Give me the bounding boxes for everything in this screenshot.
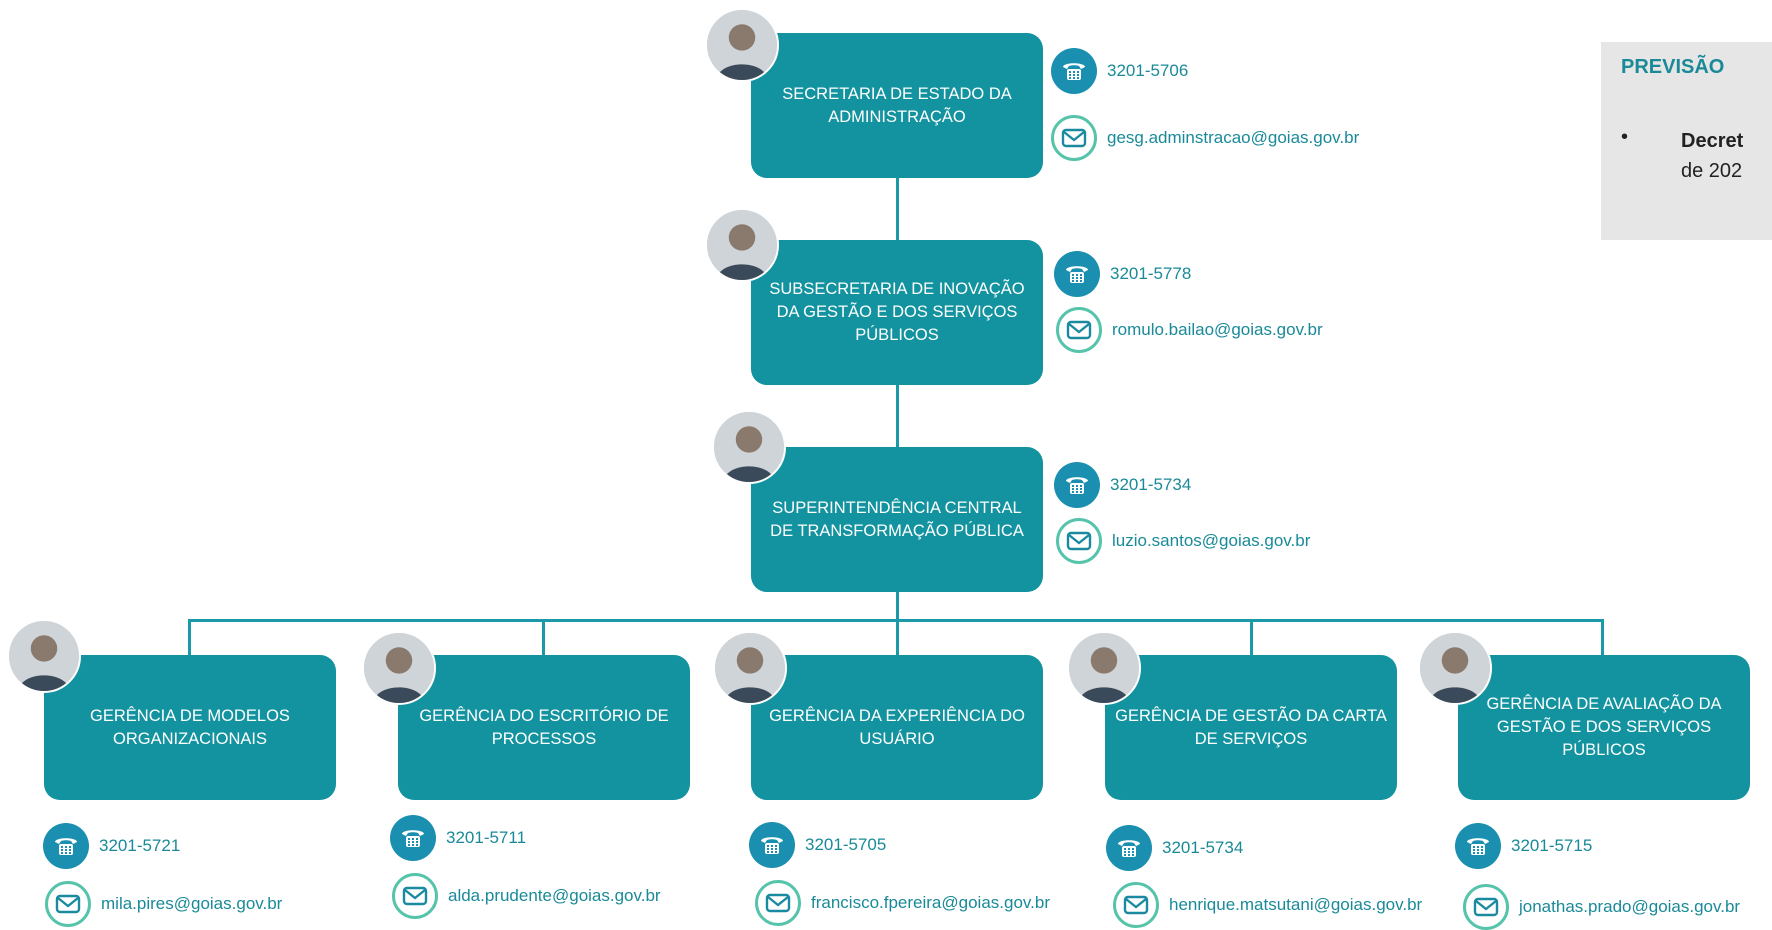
org-box-title: GERÊNCIA DE MODELOS ORGANIZACIONAIS <box>90 706 290 748</box>
avatar-photo <box>705 8 779 82</box>
phone-contact[interactable]: 3201-5715 <box>1455 823 1592 869</box>
email-contact[interactable]: henrique.matsutani@goias.gov.br <box>1113 882 1422 928</box>
org-box-title: GERÊNCIA DA EXPERIÊNCIA DO USUÁRIO <box>769 706 1025 748</box>
avatar-photo <box>1418 631 1492 705</box>
phone-number: 3201-5721 <box>99 836 181 855</box>
email-contact[interactable]: alda.prudente@goias.gov.br <box>392 873 661 919</box>
email-address: mila.pires@goias.gov.br <box>101 894 283 913</box>
org-box-title: SUPERINTENDÊNCIA CENTRAL DE TRANSFORMAÇÃ… <box>770 498 1024 540</box>
phone-contact[interactable]: 3201-5734 <box>1106 825 1243 871</box>
mail-icon <box>392 873 438 919</box>
phone-number: 3201-5715 <box>1511 836 1593 855</box>
org-box-experiencia: GERÊNCIA DA EXPERIÊNCIA DO USUÁRIO <box>751 655 1043 800</box>
phone-icon <box>1054 251 1100 297</box>
phone-number: 3201-5706 <box>1107 61 1189 80</box>
phone-number: 3201-5778 <box>1110 264 1192 283</box>
email-contact[interactable]: francisco.fpereira@goias.gov.br <box>755 880 1050 926</box>
avatar-photo <box>712 410 786 484</box>
avatar-photo <box>362 631 436 705</box>
org-box-avaliacao: GERÊNCIA DE AVALIAÇÃO DA GESTÃO E DOS SE… <box>1458 655 1750 800</box>
email-address: gesg.adminstracao@goias.gov.br <box>1107 128 1360 147</box>
phone-icon <box>1054 462 1100 508</box>
panel-title: PREVISÃO <box>1621 56 1725 78</box>
email-contact[interactable]: romulo.bailao@goias.gov.br <box>1056 307 1323 353</box>
phone-icon <box>390 815 436 861</box>
phone-contact[interactable]: 3201-5706 <box>1051 48 1188 94</box>
org-box-superintendencia: SUPERINTENDÊNCIA CENTRAL DE TRANSFORMAÇÃ… <box>751 447 1043 592</box>
phone-contact[interactable]: 3201-5705 <box>749 822 886 868</box>
email-address: luzio.santos@goias.gov.br <box>1112 531 1311 550</box>
phone-number: 3201-5734 <box>1110 475 1192 494</box>
org-box-title: SECRETARIA DE ESTADO DA ADMINISTRAÇÃO <box>782 84 1012 126</box>
avatar-photo <box>705 208 779 282</box>
email-contact[interactable]: gesg.adminstracao@goias.gov.br <box>1051 115 1359 161</box>
phone-number: 3201-5705 <box>805 835 887 854</box>
connector-vertical-main <box>896 170 899 620</box>
phone-icon <box>1455 823 1501 869</box>
org-box-modelos: GERÊNCIA DE MODELOS ORGANIZACIONAIS <box>44 655 336 800</box>
panel-line: de 202 <box>1681 160 1743 182</box>
org-box-subsecretaria: SUBSECRETARIA DE INOVAÇÃO DA GESTÃO E DO… <box>751 240 1043 385</box>
phone-contact[interactable]: 3201-5721 <box>43 823 180 869</box>
org-box-secretaria: SECRETARIA DE ESTADO DA ADMINISTRAÇÃO <box>751 33 1043 178</box>
email-contact[interactable]: luzio.santos@goias.gov.br <box>1056 518 1310 564</box>
email-address: romulo.bailao@goias.gov.br <box>1112 320 1323 339</box>
email-address: alda.prudente@goias.gov.br <box>448 886 661 905</box>
org-box-title: SUBSECRETARIA DE INOVAÇÃO DA GESTÃO E DO… <box>769 280 1025 344</box>
phone-number: 3201-5734 <box>1162 838 1244 857</box>
phone-contact[interactable]: 3201-5711 <box>390 815 526 861</box>
org-box-title: GERÊNCIA DE AVALIAÇÃO DA GESTÃO E DOS SE… <box>1486 695 1722 759</box>
panel-text: Decret de 202 <box>1681 126 1743 186</box>
mail-icon <box>45 881 91 927</box>
mail-icon <box>1463 884 1509 930</box>
org-box-carta: GERÊNCIA DE GESTÃO DA CARTA DE SERVIÇOS <box>1105 655 1397 800</box>
avatar-photo <box>7 619 81 693</box>
mail-icon <box>1113 882 1159 928</box>
mail-icon <box>1056 518 1102 564</box>
org-box-processos: GERÊNCIA DO ESCRITÓRIO DE PROCESSOS <box>398 655 690 800</box>
email-contact[interactable]: jonathas.prado@goias.gov.br <box>1463 884 1740 930</box>
phone-contact[interactable]: 3201-5734 <box>1054 462 1191 508</box>
email-contact[interactable]: mila.pires@goias.gov.br <box>45 881 282 927</box>
email-address: jonathas.prado@goias.gov.br <box>1519 897 1741 916</box>
mail-icon <box>755 880 801 926</box>
avatar-photo <box>713 631 787 705</box>
connector-drop-4 <box>1250 619 1253 655</box>
phone-icon <box>1051 48 1097 94</box>
phone-number: 3201-5711 <box>446 828 527 847</box>
connector-drop-1 <box>188 619 191 655</box>
phone-icon <box>749 822 795 868</box>
phone-contact[interactable]: 3201-5778 <box>1054 251 1191 297</box>
connector-drop-3 <box>896 619 899 655</box>
panel-line-bold: Decret <box>1681 130 1744 152</box>
mail-icon <box>1056 307 1102 353</box>
org-box-title: GERÊNCIA DE GESTÃO DA CARTA DE SERVIÇOS <box>1115 706 1387 748</box>
connector-drop-2 <box>542 619 545 655</box>
avatar-photo <box>1067 631 1141 705</box>
connector-drop-5 <box>1601 619 1604 655</box>
previsao-panel: PREVISÃO • Decret de 202 <box>1601 42 1772 240</box>
org-box-title: GERÊNCIA DO ESCRITÓRIO DE PROCESSOS <box>419 706 669 748</box>
phone-icon <box>43 823 89 869</box>
email-address: henrique.matsutani@goias.gov.br <box>1169 895 1423 914</box>
phone-icon <box>1106 825 1152 871</box>
panel-bullet: • <box>1621 126 1629 148</box>
mail-icon <box>1051 115 1097 161</box>
email-address: francisco.fpereira@goias.gov.br <box>811 893 1050 912</box>
